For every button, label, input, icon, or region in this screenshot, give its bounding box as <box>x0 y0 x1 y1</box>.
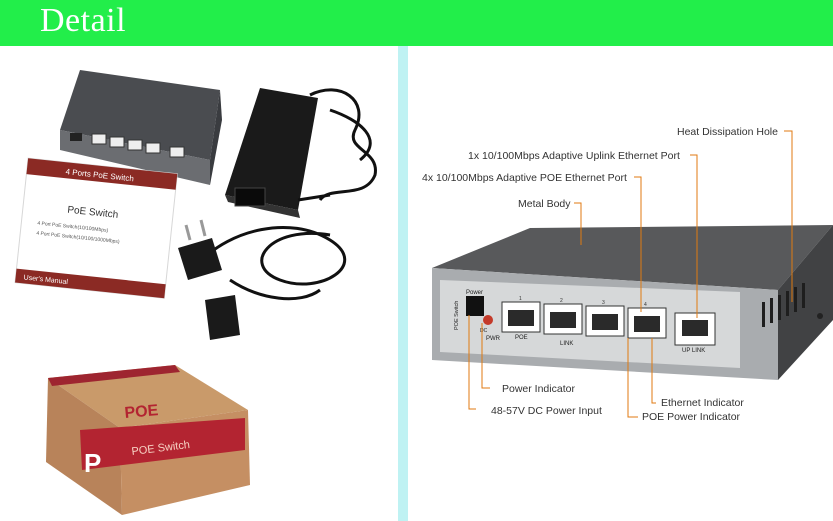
callout-heat-dissipation-hole: Heat Dissipation Hole <box>677 126 778 138</box>
manual-title: PoE Switch <box>67 205 119 221</box>
right-detail-panel: Power POE Switch DC PWR POE LINK UP LINK… <box>408 46 833 521</box>
page-title: Detail <box>40 2 127 39</box>
heat-dissipation-holes <box>762 283 805 327</box>
power-adapter-image <box>225 88 377 218</box>
link-label: LINK <box>560 341 573 347</box>
poe-ports <box>501 301 667 339</box>
user-manual-image: 4 Ports PoE Switch PoE Switch 4 Port PoE… <box>14 157 178 299</box>
box-logo-letter: P <box>84 448 101 478</box>
power-label: Power <box>466 290 483 296</box>
port-number-2: 2 <box>560 298 563 304</box>
callout-ethernet-indicator: Ethernet Indicator <box>661 397 744 409</box>
pwr-label: PWR <box>486 336 501 342</box>
power-cord-image <box>178 219 347 340</box>
port-number-4: 4 <box>644 302 647 308</box>
package-contents-photo: 4 Ports PoE Switch PoE Switch 4 Port PoE… <box>14 70 377 515</box>
product-box-image: POE POE Switch P <box>46 365 250 515</box>
callout-dc-power-input: 48-57V DC Power Input <box>491 405 602 417</box>
poe-switch-label: POE Switch <box>454 301 460 330</box>
poe-switch-image: Power POE Switch DC PWR POE LINK UP LINK… <box>432 225 833 380</box>
callout-metal-body: Metal Body <box>518 198 571 210</box>
poe-label: POE <box>515 335 528 341</box>
uplink-label: UP LINK <box>682 348 705 354</box>
callout-poe-ports: 4x 10/100Mbps Adaptive POE Ethernet Port <box>422 172 627 184</box>
panel-divider <box>398 46 408 521</box>
port-number-1: 1 <box>519 296 522 302</box>
left-product-photo-panel: 4 Ports PoE Switch PoE Switch 4 Port PoE… <box>0 46 398 521</box>
callout-poe-power-indicator: POE Power Indicator <box>642 411 741 423</box>
manual-footer: User's Manual <box>23 274 68 286</box>
dc-label: DC <box>480 328 488 334</box>
small-switch-image <box>60 70 222 185</box>
switch-detail-diagram: Power POE Switch DC PWR POE LINK UP LINK… <box>422 126 833 423</box>
callout-uplink-port: 1x 10/100Mbps Adaptive Uplink Ethernet P… <box>468 150 680 162</box>
box-label-top: POE <box>124 402 159 422</box>
header-bar: Detail <box>0 0 833 46</box>
port-number-3: 3 <box>602 300 605 306</box>
callout-leaders <box>468 130 793 418</box>
callout-power-indicator: Power Indicator <box>502 383 575 395</box>
